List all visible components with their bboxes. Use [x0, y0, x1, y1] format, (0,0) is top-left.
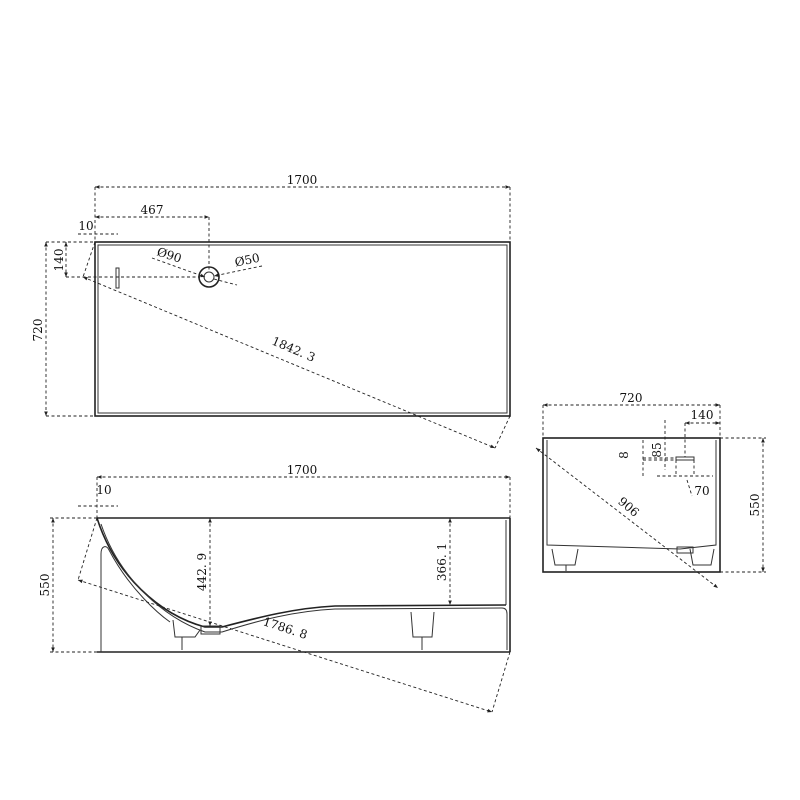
overflow-slot	[115, 267, 120, 289]
tub-outline-top	[94, 241, 511, 417]
dim-length-side: 1700	[287, 463, 318, 477]
dim-overflow-thickness: 8	[617, 451, 631, 459]
drain-inner	[203, 271, 215, 283]
top-view: 1700 467 10 140 720 Ø90 Ø50 1842. 3	[31, 173, 511, 449]
dim-wall-side: 10	[96, 483, 111, 497]
dim-depth-foot: 366. 1	[435, 543, 449, 581]
dim-diagonal-top: 1842. 3	[270, 334, 318, 365]
dim-drain-from-edge: 140	[52, 249, 66, 272]
dim-drain-inner-diameter: Ø50	[233, 251, 260, 270]
dim-height-side: 550	[38, 574, 52, 597]
end-view: 720 140 550 8 85 70 906	[535, 391, 766, 589]
dim-overflow-width: 70	[694, 484, 709, 498]
dim-overflow-from-edge: 140	[691, 408, 714, 422]
dim-drain-offset: 467	[141, 203, 164, 217]
dim-width-top: 720	[31, 319, 45, 342]
dim-overflow-drop: 85	[650, 442, 664, 457]
side-view: 1700 10 550 442. 9 366. 1 1786. 8	[38, 463, 511, 713]
dim-length-top: 1700	[287, 173, 318, 187]
dim-diagonal-side: 1786. 8	[261, 614, 309, 641]
tub-rim-inner	[97, 244, 508, 414]
dim-wall-top: 10	[78, 219, 93, 233]
dim-width-end: 720	[620, 391, 643, 405]
dim-drain-outer-diameter: Ø90	[155, 245, 183, 266]
dim-height-end: 550	[748, 494, 762, 517]
dim-diagonal-end: 906	[615, 494, 642, 519]
drain-outer	[198, 266, 220, 288]
dim-depth-drain: 442. 9	[195, 553, 209, 591]
